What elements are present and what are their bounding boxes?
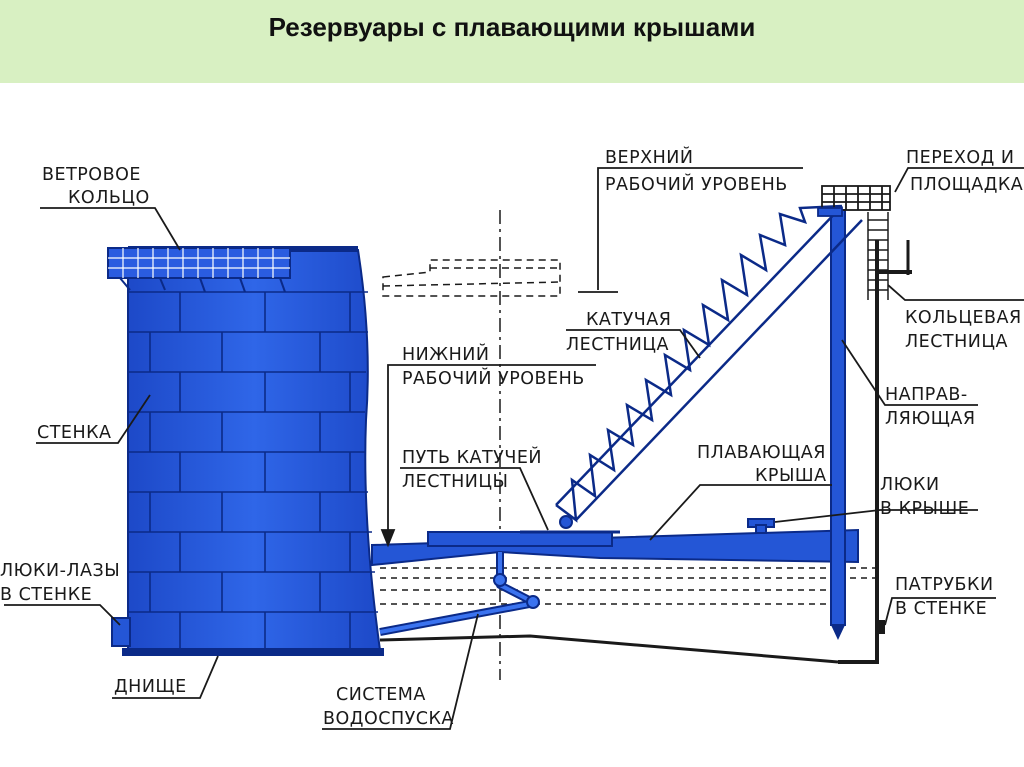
label-upper-level-2: РАБОЧИЙ УРОВЕНЬ [605,173,788,195]
page-title: Резервуары с плавающими крышами [268,12,756,42]
floating-roof [371,518,859,567]
tank-bottom-line [379,240,912,664]
label-upper-level-1: ВЕРХНИЙ [605,146,693,168]
label-ladder-path-1: ПУТЬ КАТУЧЕЙ [402,446,542,468]
guide-pole [830,209,846,640]
liquid-surface [380,567,875,605]
label-lower-level-2: РАБОЧИЙ УРОВЕНЬ [402,367,585,389]
wind-ring [107,247,291,293]
upper-roof-outline [382,259,561,297]
label-ring-ladder-2: ЛЕСТНИЦА [905,332,1008,352]
label-rolling-ladder-1: КАТУЧАЯ [586,310,671,330]
label-platform-2: ПЛОЩАДКА [910,175,1023,195]
label-roof-hatches-2: В КРЫШЕ [880,499,969,519]
tank-diagram: ВЕТРОВОЕ КОЛЬЦО СТЕНКА ЛЮКИ-ЛАЗЫ В СТЕНК… [0,146,1024,730]
label-rolling-ladder-2: ЛЕСТНИЦА [566,335,669,355]
labels: ВЕТРОВОЕ КОЛЬЦО СТЕНКА ЛЮКИ-ЛАЗЫ В СТЕНК… [0,146,1023,729]
label-manholes-1: ЛЮКИ-ЛАЗЫ [0,561,120,581]
top-platform [817,185,891,217]
label-wind-ring-1: ВЕТРОВОЕ [42,165,141,185]
label-platform-1: ПЕРЕХОД И [906,148,1014,168]
label-floating-roof-2: КРЫША [755,466,827,486]
label-drain-2: ВОДОСПУСКА [323,709,454,729]
label-guide-2: ЛЯЮЩАЯ [885,409,975,429]
label-wall: СТЕНКА [37,423,112,443]
label-nozzles-2: В СТЕНКЕ [895,599,987,619]
label-nozzles-1: ПАТРУБКИ [895,575,994,595]
label-lower-level-1: НИЖНИЙ [402,343,489,365]
leader-lines [4,167,1024,730]
ring-ladder [867,212,889,300]
label-bottom: ДНИЩЕ [114,677,187,697]
drain-system [379,552,540,636]
label-roof-hatches-1: ЛЮКИ [880,475,940,495]
label-floating-roof-1: ПЛАВАЮЩАЯ [697,443,826,463]
label-drain-1: СИСТЕМА [336,685,426,705]
label-ladder-path-2: ЛЕСТНИЦЫ [402,472,508,492]
title-bar: Резервуары с плавающими крышами [0,0,1024,83]
label-manholes-2: В СТЕНКЕ [0,585,92,605]
label-ring-ladder-1: КОЛЬЦЕВАЯ [905,308,1022,328]
tank-wall [111,246,384,656]
label-guide-1: НАПРАВ- [885,385,968,405]
label-wind-ring-2: КОЛЬЦО [68,188,150,208]
